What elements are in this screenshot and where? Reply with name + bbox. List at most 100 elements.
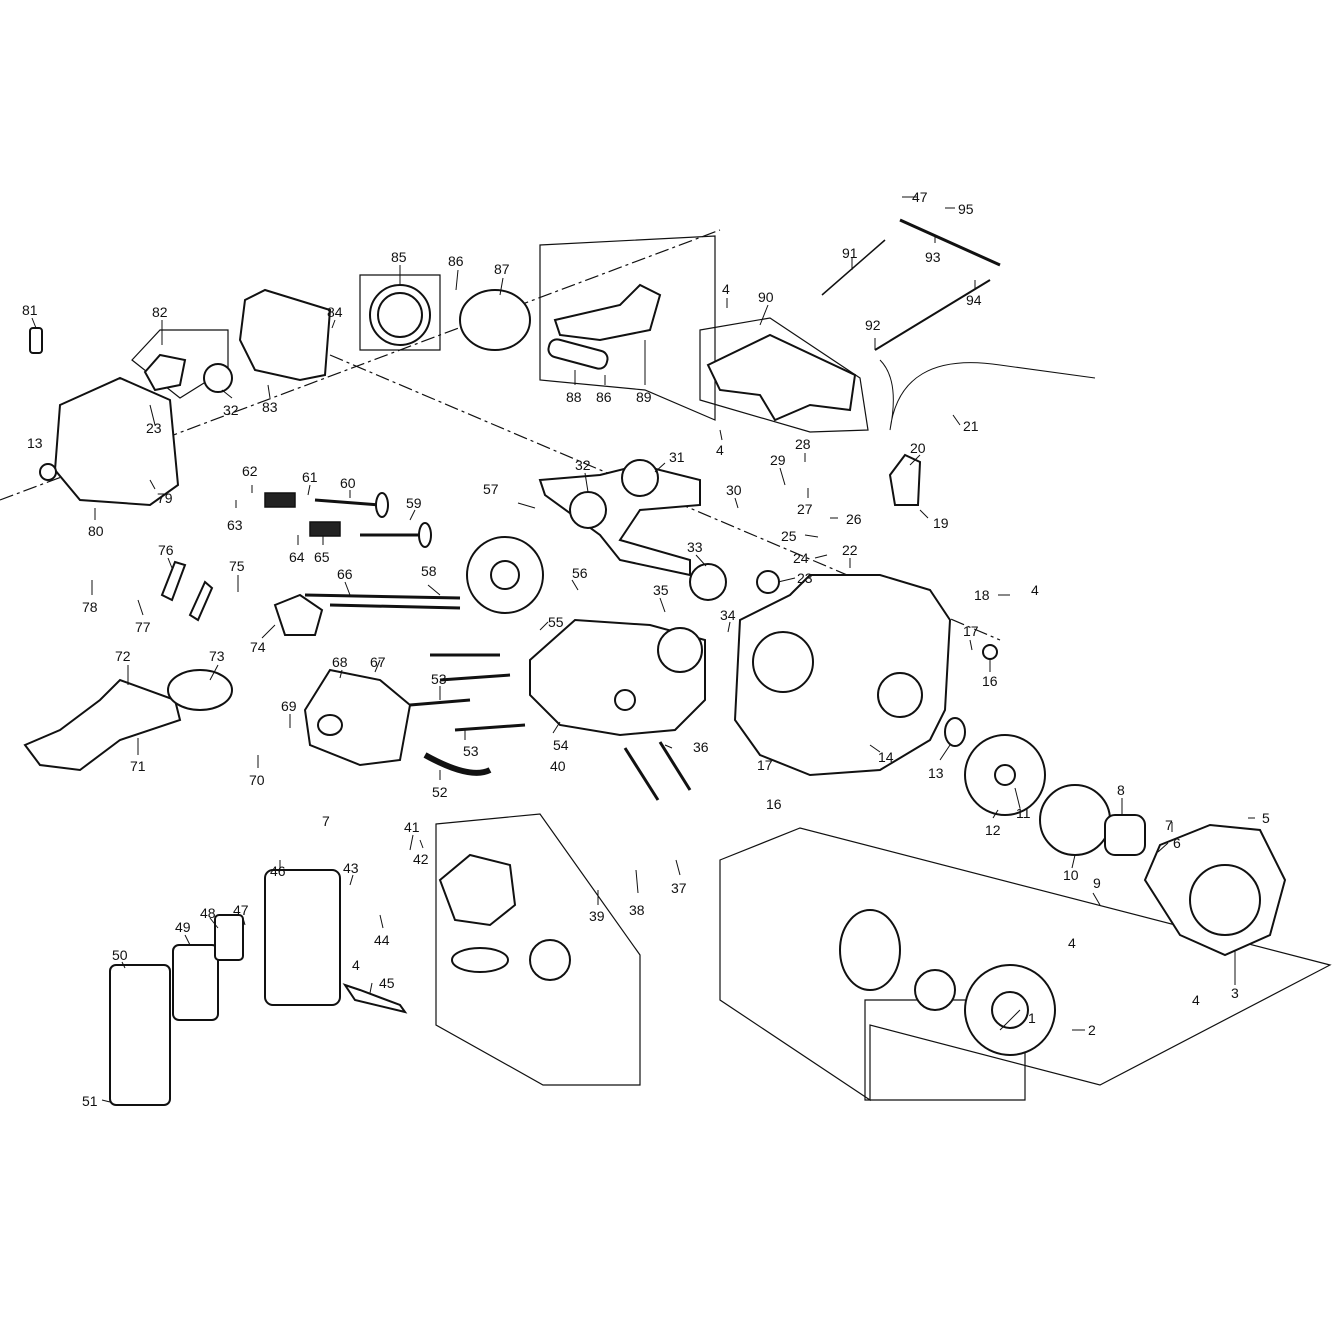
part-label: 57 [483,481,499,497]
head-gasket [657,627,703,673]
part-label: 19 [933,515,949,531]
valve-spring-61 [264,492,296,508]
part-label: 25 [781,528,797,544]
part-label: 59 [406,495,422,511]
part-label: 54 [553,737,569,753]
part-label: 33 [687,539,703,555]
part-label: 69 [281,698,297,714]
part-label: 94 [966,292,982,308]
drain-plug [982,644,998,660]
float-bowl [529,939,571,981]
bracket-45 [342,983,408,1014]
part-label: 23 [146,420,162,436]
part-label: 91 [842,245,858,261]
part-label: 87 [494,261,510,277]
part-label: 5 [1262,810,1270,826]
part-label: 13 [27,435,43,451]
oil-dipstick [29,327,43,354]
part-label: 86 [448,253,464,269]
part-label: 82 [152,304,168,320]
part-label: 58 [421,563,437,579]
part-label: 67 [370,654,386,670]
gasket-83 [238,288,332,382]
part-label: 76 [158,542,174,558]
part-label: 8 [1117,782,1125,798]
part-label: 34 [720,607,736,623]
throttle-lever [899,218,1001,267]
part-label: 88 [566,389,582,405]
part-label: 7 [1165,817,1173,833]
stud-b [658,741,692,791]
recoil-spring [914,969,956,1011]
crankcase-cover [53,376,180,507]
air-cleaner-case [264,869,341,1006]
air-filter-element [172,944,219,1021]
part-label: 86 [596,389,612,405]
part-label: 4 [1192,992,1200,1008]
parts [23,218,1287,1106]
piston-rings-inner [377,292,423,338]
leader-lines [31,196,1255,1103]
part-label: 53 [463,743,479,759]
part-label: 32 [223,402,239,418]
part-label: 46 [270,863,286,879]
part-label: 56 [572,565,588,581]
intake-valve-head [375,492,389,518]
part-label: 45 [379,975,395,991]
part-label: 4 [352,957,360,973]
part-label: 44 [374,932,390,948]
part-label: 36 [693,739,709,755]
blower-housing-opening [1189,864,1261,936]
cam-gear-hub [490,560,520,590]
part-label: 23 [797,570,813,586]
crankshaft [538,463,701,577]
push-rod-guide [273,593,324,636]
head-bolt-c [409,698,471,707]
push-rod-a [304,593,461,600]
head-bolt-b [439,673,511,682]
part-label: 3 [1231,985,1239,1001]
push-rod-b [329,603,461,610]
part-label: 83 [262,399,278,415]
part-label: 73 [209,648,225,664]
crankcase-block [733,574,952,777]
part-label: 40 [550,758,566,774]
flywheel-hub [994,764,1016,786]
part-label: 53 [431,671,447,687]
bowl-gasket [451,947,509,973]
part-label: 70 [249,772,265,788]
part-label: 60 [340,475,356,491]
part-label: 26 [846,511,862,527]
cylinder-shroud [706,333,857,422]
part-label: 41 [404,819,420,835]
part-label: 4 [1068,935,1076,951]
rocker-arm-a [160,560,187,602]
part-label: 35 [653,582,669,598]
part-label: 20 [910,440,926,456]
part-label: 77 [135,619,151,635]
part-label: 4 [1031,582,1039,598]
part-label: 31 [669,449,685,465]
part-label: 17 [963,623,979,639]
valve-spring-65 [309,521,341,537]
part-label: 47 [912,189,928,205]
part-label: 16 [982,673,998,689]
recoil-housing-center [991,991,1029,1029]
part-label: 64 [289,549,305,565]
part-label: 28 [795,436,811,452]
part-label: 50 [112,947,128,963]
part-label: 9 [1093,875,1101,891]
part-label: 92 [865,317,881,333]
exhaust-valve-head [418,522,432,548]
cooling-fan [1039,784,1111,856]
ignition-coil [888,453,922,506]
part-label: 4 [722,281,730,297]
part-label: 80 [88,523,104,539]
recoil-reel [839,909,901,991]
governor-assembly [143,353,187,392]
part-label: 52 [432,784,448,800]
part-label: 1 [1028,1010,1036,1026]
rocker-arm-b [188,580,214,622]
part-label: 63 [227,517,243,533]
piston [459,289,531,351]
